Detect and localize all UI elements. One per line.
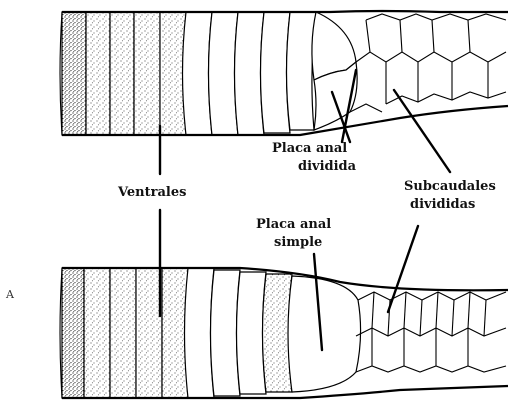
- ventral-scale: [136, 268, 162, 398]
- ventral-scale: [237, 272, 267, 394]
- ventral-scale: [86, 12, 110, 135]
- subcaudals-divided: [350, 14, 506, 112]
- label-placa-anal-simple-1: Placa anal: [256, 217, 331, 232]
- ventral-scale: [134, 12, 160, 135]
- ventral-scale: [261, 12, 291, 133]
- ventral-scale: [84, 268, 110, 398]
- leader-subcaudales: [394, 90, 450, 172]
- top-snake-underside: [60, 11, 508, 135]
- label-placa-anal-dividida-1: Placa anal: [272, 141, 347, 156]
- label-placa-anal-dividida-2: dividida: [298, 159, 357, 174]
- label-subcaudales-1: Subcaudales: [404, 179, 496, 194]
- ventral-scale: [211, 270, 241, 396]
- ventral-scale: [110, 268, 136, 398]
- bottom-snake-underside: [60, 268, 508, 398]
- ventral-scale: [209, 12, 239, 135]
- ventral-scale: [235, 12, 265, 135]
- ventral-scale: [62, 268, 84, 398]
- ventral-scale: [287, 12, 317, 130]
- label-placa-anal-simple-2: simple: [274, 235, 322, 250]
- subcaudals-bottom: [356, 292, 506, 372]
- label-subcaudales-2: divididas: [410, 197, 475, 212]
- label-side-mark: A: [5, 288, 15, 301]
- ventral-scale: [183, 12, 213, 135]
- label-ventrales: Ventrales: [117, 185, 186, 200]
- leader-subcaudales-bottom: [388, 226, 418, 312]
- ventral-scale: [62, 12, 86, 135]
- anal-plate-single: [288, 276, 361, 392]
- top-body-outline: [62, 11, 508, 12]
- ventral-scale: [110, 12, 134, 135]
- ventral-scale: [185, 268, 215, 398]
